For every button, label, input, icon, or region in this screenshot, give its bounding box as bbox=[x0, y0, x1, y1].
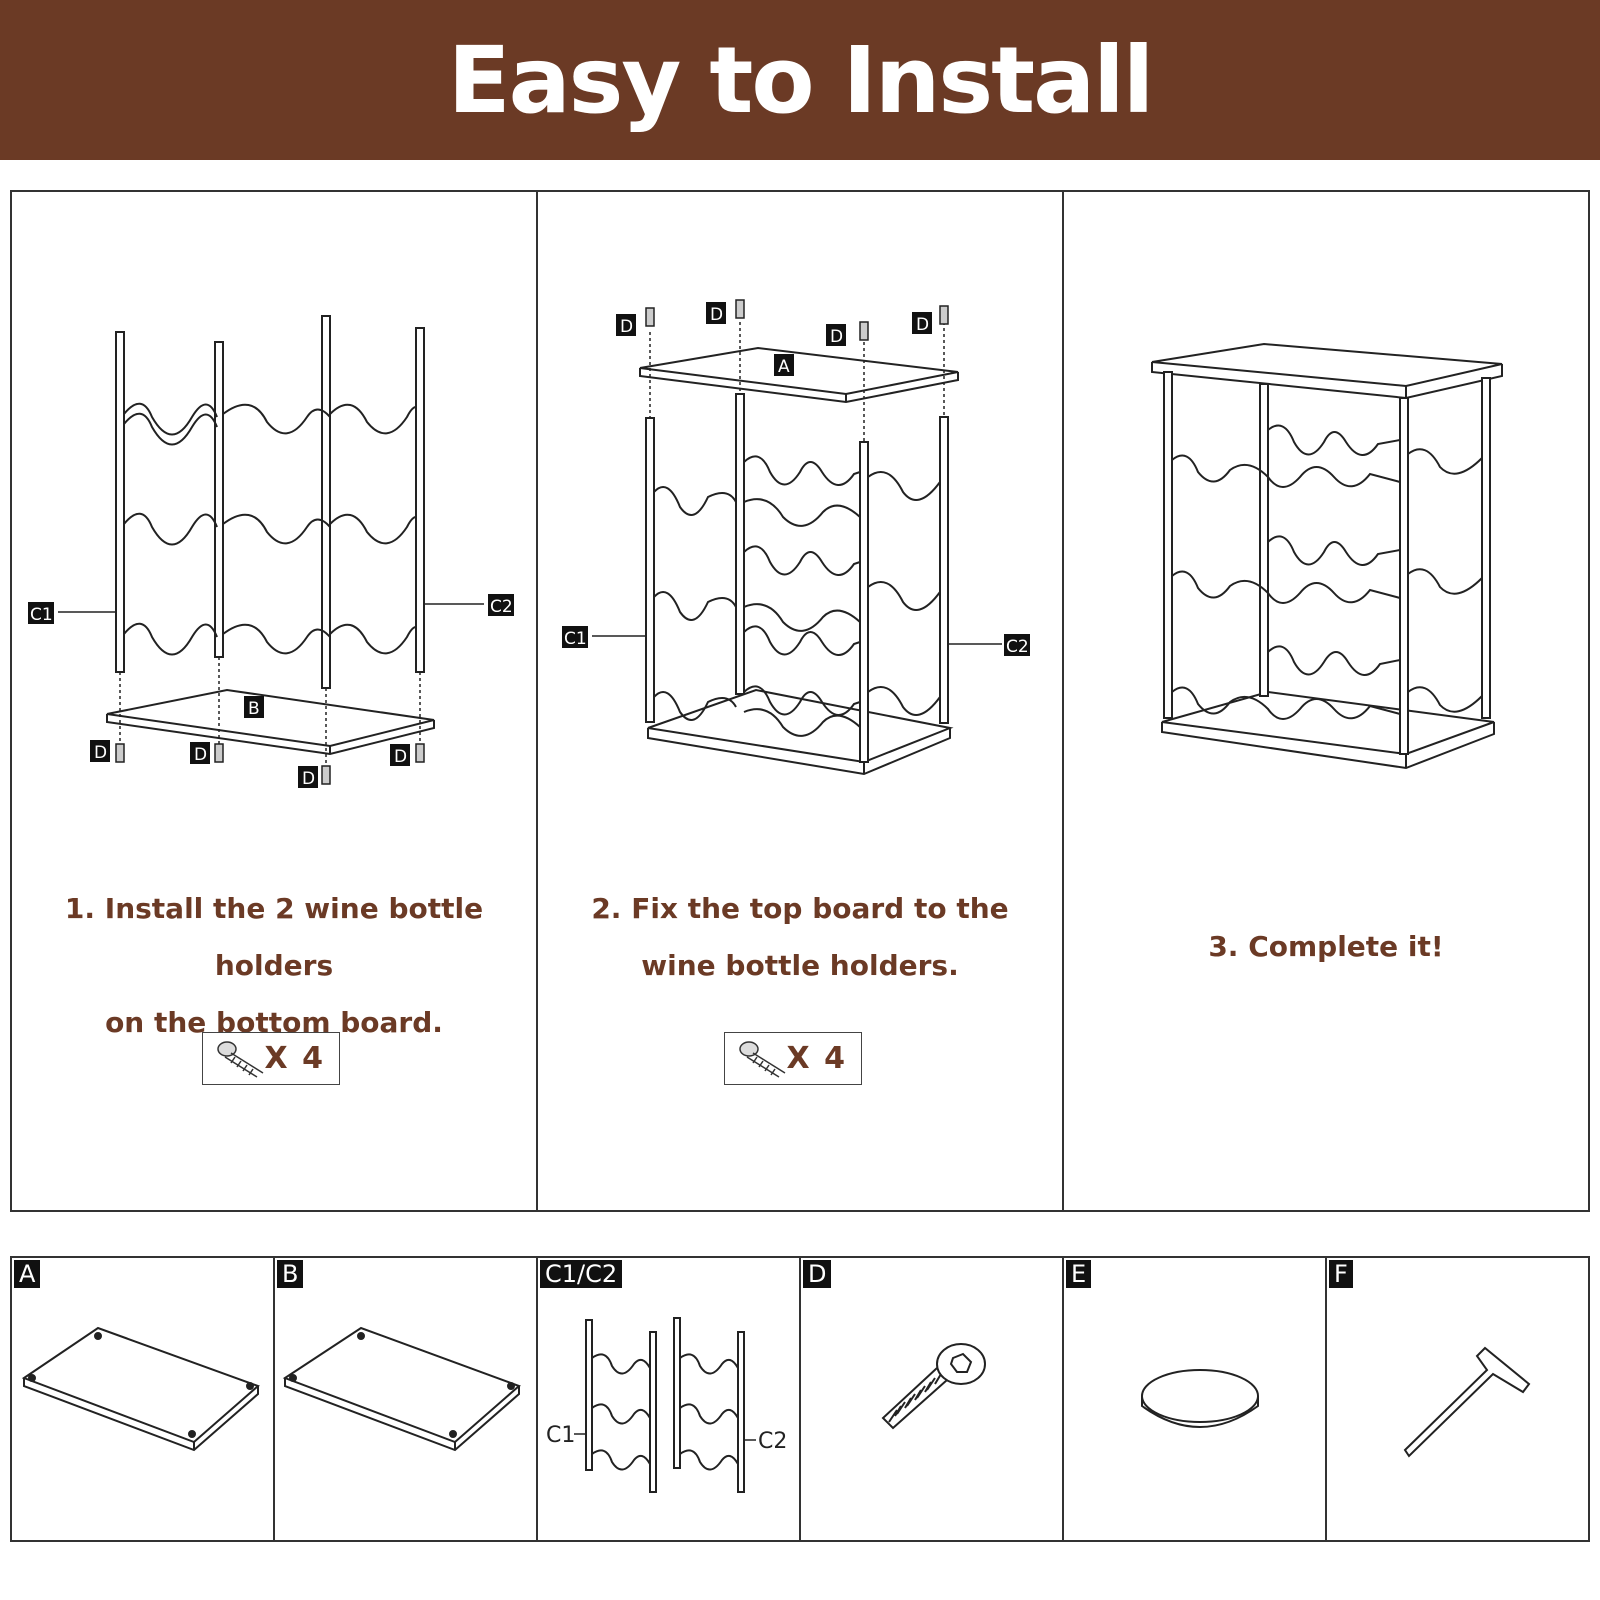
page-title: Easy to Install bbox=[447, 26, 1155, 134]
installation-steps: C1 C2 B D D D D 1. Install the 2 wine bo… bbox=[10, 190, 1590, 1212]
step-2-diagram: C1 C2 A D D D D bbox=[562, 299, 1030, 776]
part-e: E bbox=[1064, 1258, 1327, 1540]
part-c1-c2: C1 C2 C1/C2 bbox=[538, 1258, 801, 1540]
svg-text:D: D bbox=[830, 327, 843, 347]
svg-text:C1: C1 bbox=[564, 629, 587, 649]
foot-pad-illustration bbox=[1141, 1369, 1259, 1428]
label-b: B bbox=[248, 699, 260, 719]
step-2-screw-count: X 4 bbox=[724, 1032, 862, 1085]
board-a-illustration bbox=[21, 1326, 260, 1452]
svg-text:D: D bbox=[94, 743, 107, 763]
part-tag: E bbox=[1066, 1260, 1092, 1288]
part-d: D bbox=[801, 1258, 1064, 1540]
label-c2: C2 bbox=[758, 1429, 787, 1454]
step-2-caption: 2. Fix the top board to the wine bottle … bbox=[591, 892, 1009, 982]
part-tag: C1/C2 bbox=[540, 1260, 623, 1288]
label-c1: C1 bbox=[30, 605, 53, 625]
step-1-caption: 1. Install the 2 wine bottle holders on … bbox=[64, 892, 484, 1039]
svg-text:D: D bbox=[710, 305, 723, 325]
svg-text:D: D bbox=[302, 769, 315, 789]
screw-icon bbox=[739, 1041, 786, 1078]
step-3: 3. Complete it! bbox=[1064, 192, 1588, 1210]
screw-quantity: X 4 bbox=[264, 1041, 325, 1076]
part-b: B bbox=[275, 1258, 538, 1540]
part-a: A bbox=[12, 1258, 275, 1540]
step-3-caption: 3. Complete it! bbox=[1208, 930, 1444, 963]
step-3-diagram bbox=[1151, 342, 1503, 770]
svg-text:D: D bbox=[916, 315, 929, 335]
step-1-diagram: C1 C2 B D D D D bbox=[28, 315, 514, 789]
part-f: F bbox=[1327, 1258, 1588, 1540]
svg-text:C2: C2 bbox=[1006, 637, 1029, 657]
parts-list: A B C1 C2 C1/C2 bbox=[10, 1256, 1590, 1542]
label-c1: C1 bbox=[546, 1423, 575, 1448]
screw-icon bbox=[217, 1041, 264, 1078]
svg-text:D: D bbox=[620, 317, 633, 337]
screw-illustration bbox=[881, 1343, 986, 1430]
part-tag: B bbox=[277, 1260, 304, 1288]
board-b-illustration bbox=[282, 1326, 521, 1452]
svg-text:D: D bbox=[194, 745, 207, 765]
bottle-holders-illustration: C1 C2 bbox=[546, 1317, 787, 1493]
part-tag: F bbox=[1329, 1260, 1353, 1288]
label-a: A bbox=[778, 357, 790, 377]
step-2: C1 C2 A D D D D 2. Fix the top board to … bbox=[538, 192, 1064, 1210]
screw-quantity: X 4 bbox=[786, 1041, 847, 1076]
header-banner: Easy to Install bbox=[0, 0, 1600, 160]
label-c2: C2 bbox=[490, 597, 513, 617]
step-1-screw-count: X 4 bbox=[202, 1032, 340, 1085]
step-1: C1 C2 B D D D D 1. Install the 2 wine bo… bbox=[12, 192, 538, 1210]
part-tag: D bbox=[803, 1260, 832, 1288]
allen-key-illustration bbox=[1403, 1346, 1531, 1458]
svg-text:D: D bbox=[394, 747, 407, 767]
part-tag: A bbox=[14, 1260, 41, 1288]
